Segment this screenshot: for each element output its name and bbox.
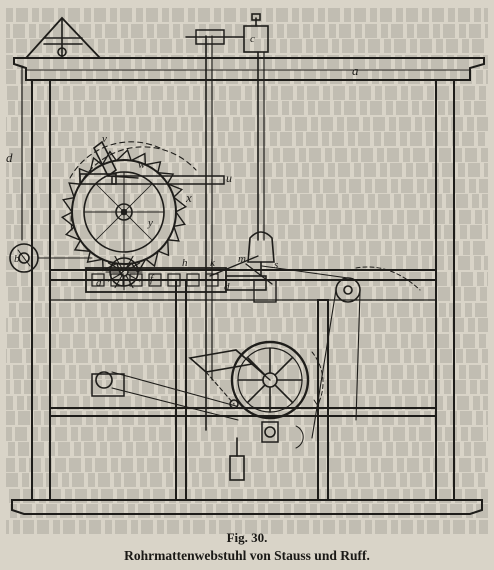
ratchet-tooth — [101, 150, 118, 166]
ratchet-tooth — [86, 250, 104, 264]
star-gear-tooth — [114, 274, 123, 289]
label-m: m — [238, 253, 246, 265]
label-s: s — [274, 259, 278, 271]
ratchet-tooth — [130, 152, 147, 166]
warp-lines — [37, 257, 421, 291]
right-pulley — [311, 277, 361, 439]
label-h: h — [182, 257, 188, 269]
label-d-center: d — [96, 277, 102, 289]
label-w: w — [138, 159, 146, 171]
figure-number: Fig. 30. — [226, 530, 268, 545]
ratchet-tooth — [60, 211, 75, 228]
flywheel-spoke — [274, 356, 294, 376]
reed-block — [129, 273, 143, 287]
label-y: y — [147, 217, 153, 229]
reed-block — [167, 273, 181, 287]
label-f: f — [150, 273, 155, 285]
ratchet-tooth — [167, 183, 184, 198]
ratchet-tooth — [157, 172, 175, 185]
label-c: c — [250, 33, 255, 45]
label-b: b — [14, 253, 20, 265]
label-u: u — [226, 171, 232, 185]
flywheel-spoke — [274, 384, 294, 404]
ratchet-tooth — [89, 156, 103, 174]
ratchet-tooth — [73, 239, 91, 252]
ratchet-wheel — [60, 141, 197, 276]
ratchet-tooth — [157, 239, 170, 257]
flywheel-spoke — [246, 384, 266, 404]
ratchet-tooth — [144, 160, 162, 174]
label-x: x — [185, 190, 192, 205]
figure-letter-labels: a c d b v w u x y d f h k m s d — [6, 33, 359, 293]
label-d-frame: d — [224, 281, 230, 293]
reed-block — [186, 273, 200, 287]
reed-block — [205, 273, 219, 287]
vertical-rods — [185, 13, 269, 431]
star-gear-tooth — [126, 273, 141, 282]
base — [11, 269, 483, 515]
figure-caption: Rohrmattenwebstuhl von Stauss und Ruff. — [124, 548, 370, 563]
ratchet-tooth — [68, 182, 81, 199]
ratchet-tooth — [145, 250, 159, 268]
reed-block — [91, 273, 105, 287]
star-gear-tooth — [125, 274, 134, 289]
left-cord — [9, 65, 39, 273]
label-v: v — [102, 133, 107, 145]
crank-linkage — [188, 349, 271, 409]
ratchet-tooth — [167, 225, 180, 242]
flywheel — [230, 340, 324, 420]
reed-block — [148, 273, 162, 287]
star-gear-tooth — [126, 262, 141, 271]
reed-mechanism — [85, 253, 277, 303]
star-gear-tooth — [125, 255, 134, 270]
star-gear-tooth — [107, 273, 122, 282]
ratchet-tooth — [115, 148, 132, 162]
ratchet-tooth — [62, 196, 75, 213]
label-k: k — [210, 257, 216, 269]
label-d-left: d — [6, 150, 13, 165]
top-beam — [13, 57, 485, 81]
bar-u — [111, 175, 225, 185]
star-gear-tooth — [114, 255, 123, 270]
motor-pulley — [91, 371, 239, 421]
ratchet-tooth — [173, 196, 188, 213]
lower-weight — [229, 421, 304, 481]
label-a: a — [352, 63, 359, 78]
bell-weight — [247, 231, 275, 277]
left-truss — [23, 16, 103, 59]
pawl-lever — [79, 140, 139, 185]
ratchet-tooth — [173, 211, 186, 228]
star-gear-tooth — [107, 262, 122, 271]
